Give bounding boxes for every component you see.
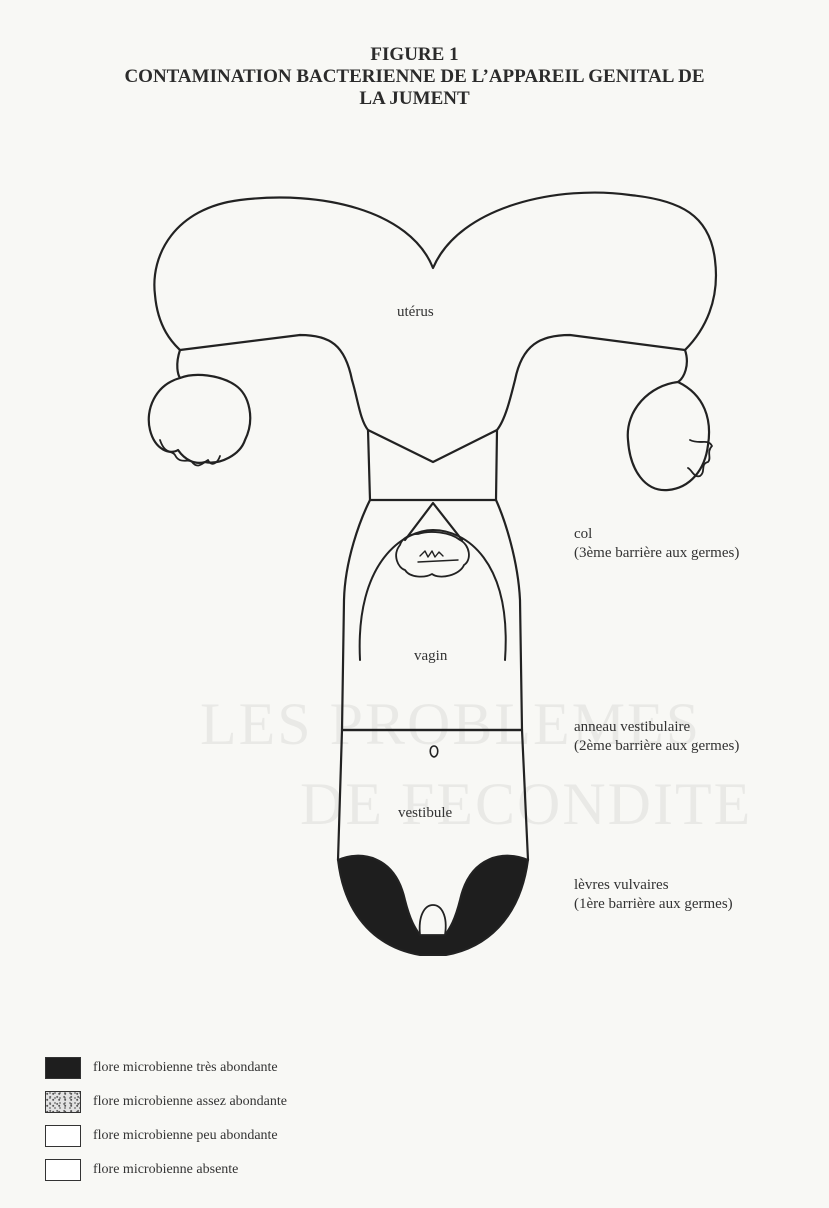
note-levres-detail: (1ère barrière aux germes) — [574, 895, 733, 914]
legend: flore microbienne très abondante flore m… — [45, 1055, 287, 1191]
legend-label: flore microbienne assez abondante — [93, 1094, 287, 1110]
uterus-body-line — [368, 430, 497, 462]
note-col-name: col — [574, 525, 739, 544]
legend-row: flore microbienne très abondante — [45, 1055, 287, 1081]
right-ovary — [628, 382, 709, 490]
note-anneau-name: anneau vestibulaire — [574, 718, 739, 737]
vagina-outline — [342, 500, 522, 730]
right-oviduct — [678, 350, 687, 382]
label-vagin: vagin — [414, 648, 447, 665]
left-ovary — [149, 375, 250, 463]
legend-label: flore microbienne peu abondante — [93, 1128, 278, 1144]
vulvar-opening — [420, 905, 446, 935]
legend-label: flore microbienne très abondante — [93, 1060, 278, 1076]
uterus-outline — [154, 193, 716, 500]
legend-row: flore microbienne assez abondante — [45, 1089, 287, 1115]
legend-row: flore microbienne peu abondante — [45, 1123, 287, 1149]
legend-swatch-empty — [45, 1125, 81, 1147]
label-vestibule: vestibule — [398, 805, 452, 822]
left-oviduct — [177, 350, 180, 378]
note-col: col (3ème barrière aux germes) — [574, 525, 739, 563]
note-anneau-detail: (2ème barrière aux germes) — [574, 737, 739, 756]
legend-label: flore microbienne absente — [93, 1162, 238, 1178]
vestibule-outline — [338, 730, 528, 860]
note-anneau: anneau vestibulaire (2ème barrière aux g… — [574, 718, 739, 756]
note-levres-name: lèvres vulvaires — [574, 876, 733, 895]
note-levres: lèvres vulvaires (1ère barrière aux germ… — [574, 876, 733, 914]
legend-swatch-speckled — [45, 1091, 81, 1113]
vagina-fornix — [360, 530, 506, 660]
cervix-texture — [418, 551, 458, 562]
label-uterus: utérus — [397, 304, 434, 321]
legend-row: flore microbienne absente — [45, 1157, 287, 1183]
urethral-opening — [430, 746, 438, 757]
legend-swatch-dark — [45, 1057, 81, 1079]
legend-swatch-empty — [45, 1159, 81, 1181]
note-col-detail: (3ème barrière aux germes) — [574, 544, 739, 563]
